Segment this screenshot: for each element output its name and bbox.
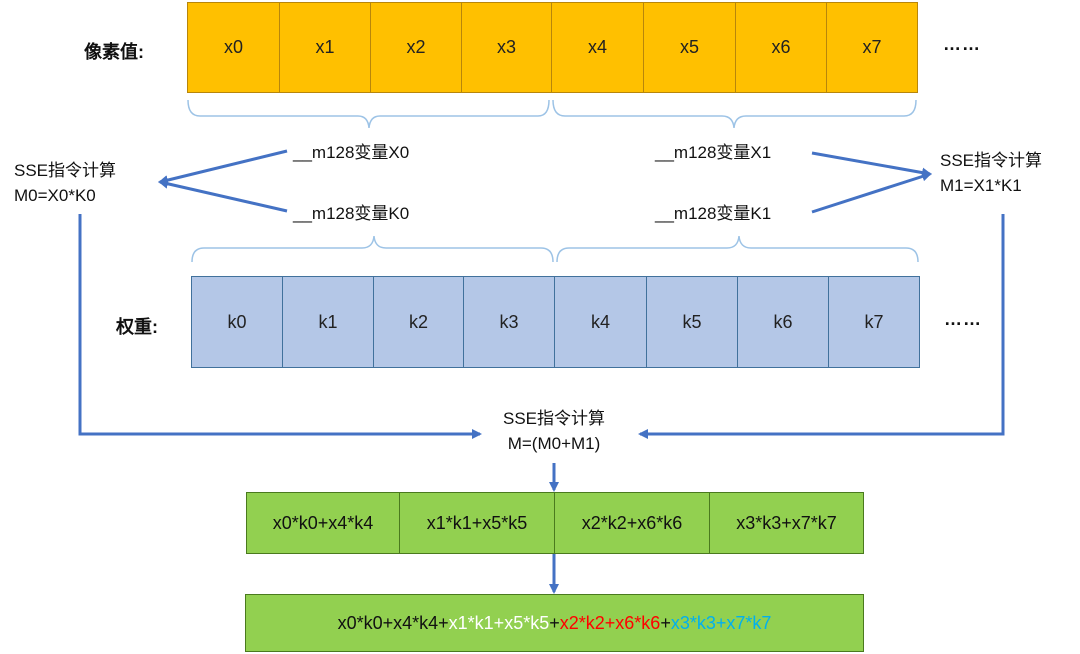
- pixel-cell-x2: x2: [370, 2, 462, 93]
- var-k0-label: __m128变量K0: [293, 204, 410, 223]
- pixel-ellipsis: ……: [943, 34, 981, 54]
- weight-cell-k2: k2: [373, 276, 464, 368]
- weight-cell-k7: k7: [828, 276, 920, 368]
- pixel-cell-x1: x1: [279, 2, 371, 93]
- center-op-title: SSE指令计算: [502, 409, 606, 428]
- final-part-5: x3*k3+x7*k7: [670, 612, 772, 633]
- brace-x0-x3: [187, 99, 550, 129]
- final-part-4: +: [660, 612, 671, 633]
- weight-cell-k1: k1: [282, 276, 374, 368]
- final-part-2: +: [549, 612, 560, 633]
- weight-cell-k0: k0: [191, 276, 283, 368]
- left-op-formula: M0=X0*K0: [14, 186, 96, 205]
- pixel-cell-x7: x7: [826, 2, 918, 93]
- arrow-x0-to-left-op: [158, 149, 288, 185]
- arrow-right-op-to-center: [638, 214, 1005, 439]
- arrow-k0-to-left-op: [158, 178, 288, 213]
- brace-x4-x7: [552, 99, 917, 129]
- var-x1-label: __m128变量X1: [655, 143, 772, 162]
- weight-cell-k3: k3: [463, 276, 555, 368]
- right-op-title: SSE指令计算: [940, 151, 1043, 170]
- pixel-cell-x0: x0: [187, 2, 280, 93]
- arrow-left-op-to-center: [78, 214, 482, 439]
- var-x0-label: __m128变量X0: [293, 143, 410, 162]
- brace-k4-k7: [556, 235, 919, 263]
- final-part-1: x1*k1+x5*k5: [448, 612, 550, 633]
- left-op-title: SSE指令计算: [14, 161, 117, 180]
- result-cell-2: x2*k2+x6*k6: [554, 492, 710, 554]
- brace-k0-k3: [191, 235, 554, 263]
- result-cell-0: x0*k0+x4*k4: [246, 492, 400, 554]
- result-cell-1: x1*k1+x5*k5: [399, 492, 555, 554]
- pixel-cell-x3: x3: [461, 2, 552, 93]
- weight-cell-k6: k6: [737, 276, 829, 368]
- final-part-3: x2*k2+x6*k6: [559, 612, 661, 633]
- pixel-row: x0 x1 x2 x3 x4 x5 x6 x7: [187, 2, 918, 93]
- var-k1-label: __m128变量K1: [655, 204, 772, 223]
- center-op-formula: M=(M0+M1): [507, 434, 601, 453]
- pixel-cell-x6: x6: [735, 2, 827, 93]
- weight-cell-k4: k4: [554, 276, 647, 368]
- arrow-x1-to-right-op: [811, 151, 932, 178]
- arrow-k1-to-right-op: [811, 171, 932, 214]
- weight-cell-k5: k5: [646, 276, 738, 368]
- result-row: x0*k0+x4*k4 x1*k1+x5*k5 x2*k2+x6*k6 x3*k…: [246, 492, 864, 554]
- right-op-formula: M1=X1*K1: [940, 176, 1022, 195]
- result-cell-3: x3*k3+x7*k7: [709, 492, 864, 554]
- weight-label: 权重:: [116, 317, 158, 337]
- pixel-label: 像素值:: [84, 42, 144, 62]
- final-part-0: x0*k0+x4*k4+: [337, 612, 449, 633]
- pixel-cell-x5: x5: [643, 2, 736, 93]
- weight-row: k0 k1 k2 k3 k4 k5 k6 k7: [191, 276, 920, 368]
- final-sum-box: x0*k0+x4*k4+x1*k1+x5*k5+x2*k2+x6*k6+x3*k…: [245, 594, 864, 652]
- weight-ellipsis: ……: [944, 309, 982, 329]
- pixel-cell-x4: x4: [551, 2, 644, 93]
